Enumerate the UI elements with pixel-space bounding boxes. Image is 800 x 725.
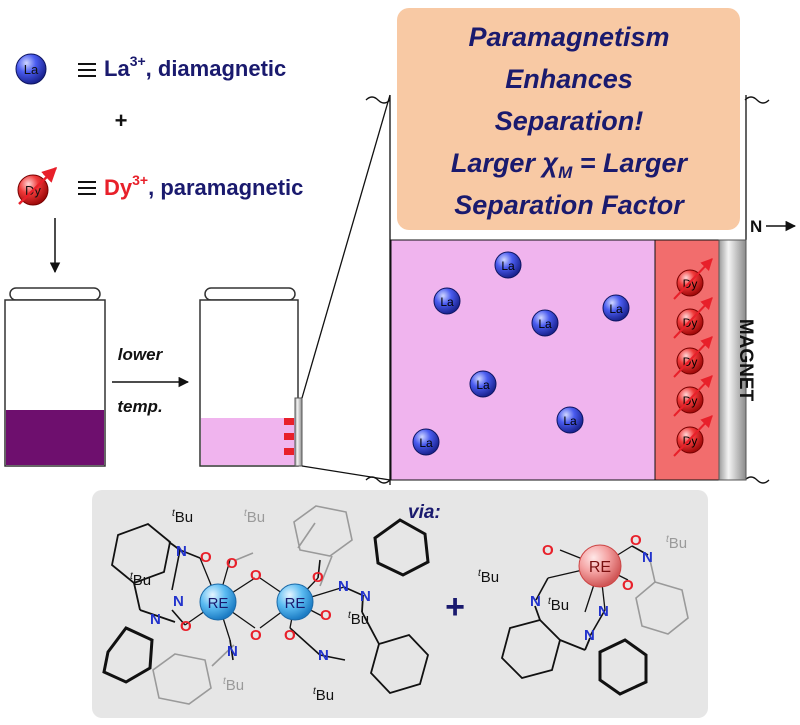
svg-text:N: N: [173, 593, 184, 610]
svg-text:La: La: [609, 302, 623, 316]
la-ion-symbol: La: [24, 62, 39, 77]
dy-particles: Dy Dy Dy Dy Dy: [673, 258, 713, 457]
svg-text:N: N: [176, 543, 187, 560]
svg-text:tBu: tBu: [348, 610, 369, 628]
svg-text:tBu: tBu: [172, 508, 193, 526]
zoom-panel: Paramagnetism Enhances Separation! Large…: [365, 8, 797, 485]
svg-text:tBu: tBu: [130, 571, 151, 589]
process-label-line2: temp.: [117, 397, 162, 416]
svg-text:La: La: [440, 295, 454, 309]
equivalence-sign-dy: [78, 181, 96, 195]
svg-text:N: N: [227, 643, 238, 660]
svg-text:N: N: [598, 603, 609, 620]
re-metal-center-3: [578, 544, 622, 588]
svg-text:O: O: [622, 577, 634, 594]
svg-text:O: O: [542, 542, 554, 559]
equivalence-sign-la: [78, 63, 96, 77]
svg-text:O: O: [284, 627, 296, 644]
la-particles: La La La La La La La: [412, 251, 630, 456]
svg-text:N: N: [584, 627, 595, 644]
small-magnet: [294, 397, 303, 467]
la-particle: La: [602, 294, 630, 322]
la-particle: La: [412, 428, 440, 456]
dy-particle: Dy: [673, 297, 713, 339]
svg-text:tBu: tBu: [478, 568, 499, 586]
callout-line1: Paramagnetism: [468, 22, 669, 52]
process-step: lower temp.: [112, 345, 190, 416]
svg-text:Dy: Dy: [683, 355, 698, 369]
dy-ion-icon: Dy: [17, 166, 58, 206]
magnet: [718, 239, 747, 481]
svg-text:N: N: [338, 578, 349, 595]
svg-text:La: La: [538, 317, 552, 331]
dy-particle: Dy: [673, 258, 713, 300]
callout-box: [397, 8, 740, 230]
svg-text:tBu: tBu: [666, 534, 687, 552]
vial-separated-solution: [199, 287, 303, 467]
svg-text:O: O: [320, 607, 332, 624]
re-metal-center-2: [276, 583, 314, 621]
svg-text:RE: RE: [208, 595, 229, 612]
la-ion-icon: La: [15, 53, 47, 85]
svg-text:tBu: tBu: [244, 508, 265, 526]
vial-mixed-solution: [4, 287, 106, 467]
dimer-complex-structure: RE RE N O N O O O O N O N N O O N N: [102, 505, 430, 705]
via-plus-sign: +: [445, 588, 465, 626]
svg-text:Dy: Dy: [683, 316, 698, 330]
svg-text:La: La: [501, 259, 515, 273]
via-label: via:: [408, 502, 441, 523]
callout-line3: Separation!: [495, 106, 644, 136]
svg-text:La: La: [563, 414, 577, 428]
callout-line5: Separation Factor: [454, 190, 685, 220]
svg-text:RE: RE: [589, 559, 611, 576]
svg-text:N: N: [360, 588, 371, 605]
zoom-lines: [301, 94, 391, 481]
via-panel: via:: [92, 490, 708, 718]
svg-text:La: La: [419, 436, 433, 450]
legend: La La3+, diamagnetic + Dy Dy3+, paramagn…: [15, 53, 303, 274]
svg-text:RE: RE: [285, 595, 306, 612]
dy-legend-label: Dy3+, paramagnetic: [104, 172, 303, 200]
process-label-line1: lower: [118, 345, 164, 364]
la-particle: La: [469, 370, 497, 398]
la-particle: La: [531, 309, 559, 337]
svg-text:tBu: tBu: [223, 676, 244, 694]
la-particle: La: [556, 406, 584, 434]
svg-text:N: N: [642, 549, 653, 566]
pink-solution: [201, 418, 297, 465]
svg-text:tBu: tBu: [548, 596, 569, 614]
svg-text:Dy: Dy: [683, 394, 698, 408]
re-metal-center-1: [199, 583, 237, 621]
purple-solution: [6, 410, 104, 465]
svg-text:O: O: [630, 532, 642, 549]
dy-particle: Dy: [673, 375, 713, 417]
monomer-complex-structure: RE O N O O N N N tBu tBu tBu: [478, 532, 689, 696]
magnet-pole-label: N: [750, 217, 762, 236]
dy-particle: Dy: [673, 415, 713, 457]
svg-text:N: N: [530, 593, 541, 610]
legend-plus-sign: +: [115, 108, 128, 133]
svg-text:O: O: [250, 627, 262, 644]
la-particle: La: [494, 251, 522, 279]
la-particle: La: [433, 287, 461, 315]
la-legend-label: La3+, diamagnetic: [104, 53, 286, 81]
magnet-label: MAGNET: [735, 319, 756, 402]
svg-text:tBu: tBu: [313, 686, 334, 704]
svg-text:N: N: [318, 647, 329, 664]
callout-line2: Enhances: [505, 64, 633, 94]
svg-text:O: O: [200, 549, 212, 566]
svg-text:O: O: [312, 569, 324, 586]
callout-line4: Larger χM = Larger: [451, 148, 689, 182]
svg-text:O: O: [180, 618, 192, 635]
svg-text:La: La: [476, 378, 490, 392]
svg-text:O: O: [250, 567, 262, 584]
svg-text:N: N: [150, 611, 161, 628]
svg-text:Dy: Dy: [683, 277, 698, 291]
svg-text:Dy: Dy: [683, 434, 698, 448]
dy-particle: Dy: [673, 336, 713, 378]
svg-text:O: O: [226, 555, 238, 572]
